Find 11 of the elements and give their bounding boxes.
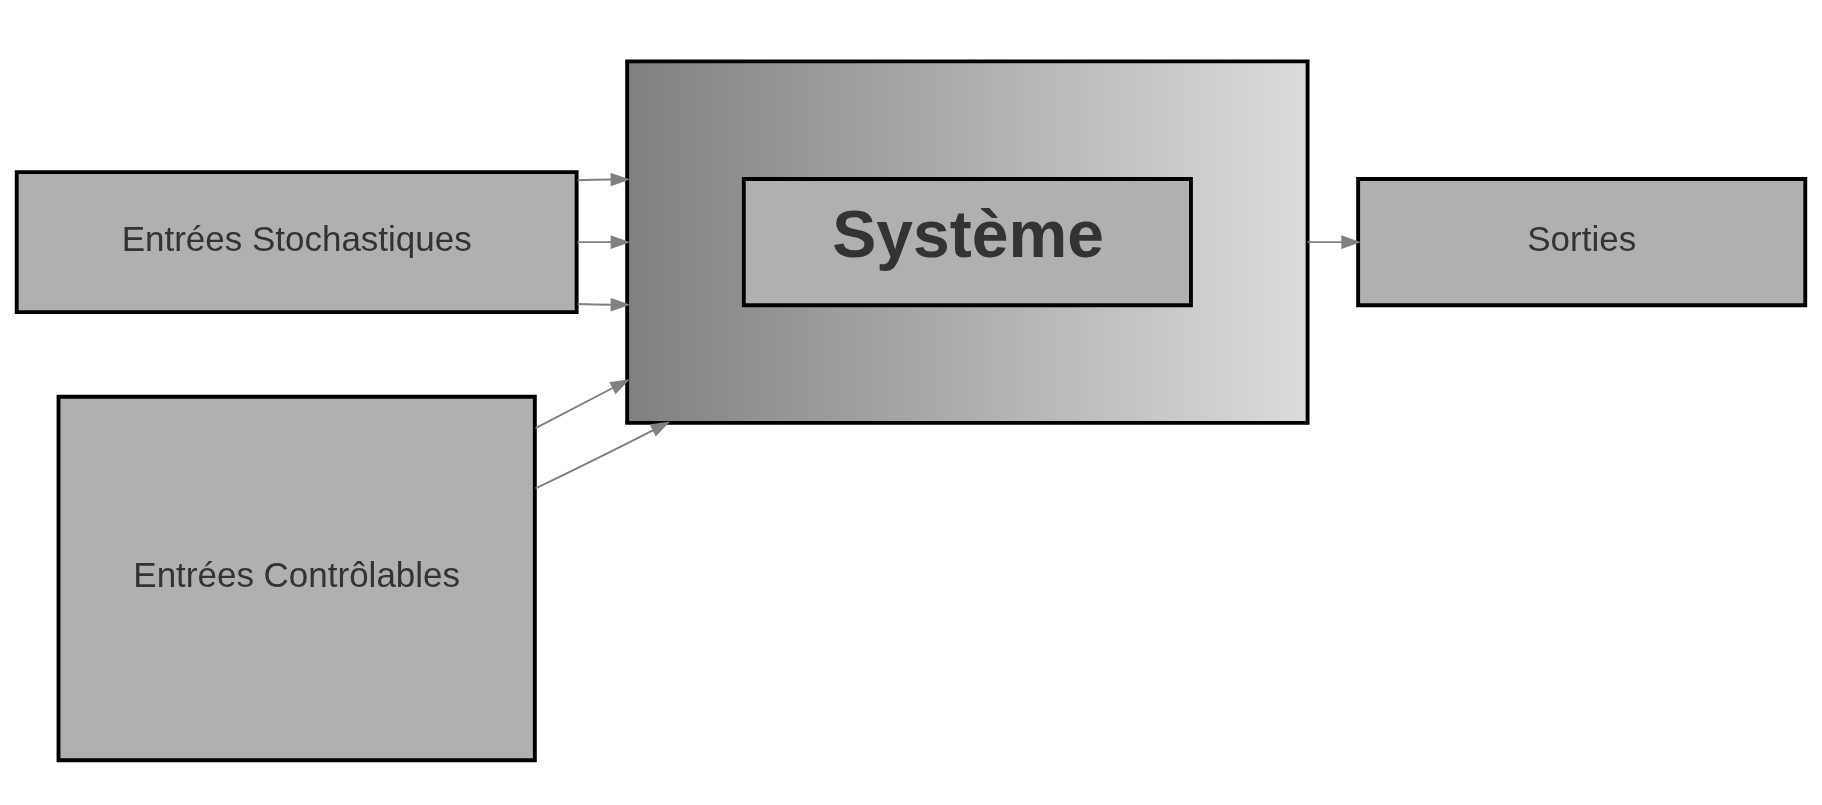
node-box: Entrées Stochastiques [14, 169, 579, 314]
node-box: Entrées Contrôlables [56, 394, 537, 762]
node-box: Système [741, 176, 1193, 307]
arrow [1306, 234, 1361, 249]
cluster [625, 58, 1310, 425]
arrow [576, 172, 631, 186]
arrow [534, 421, 670, 489]
arrow [576, 234, 631, 249]
arrow [534, 378, 630, 429]
arrow [576, 297, 631, 312]
node-box: Sorties [1356, 176, 1808, 307]
